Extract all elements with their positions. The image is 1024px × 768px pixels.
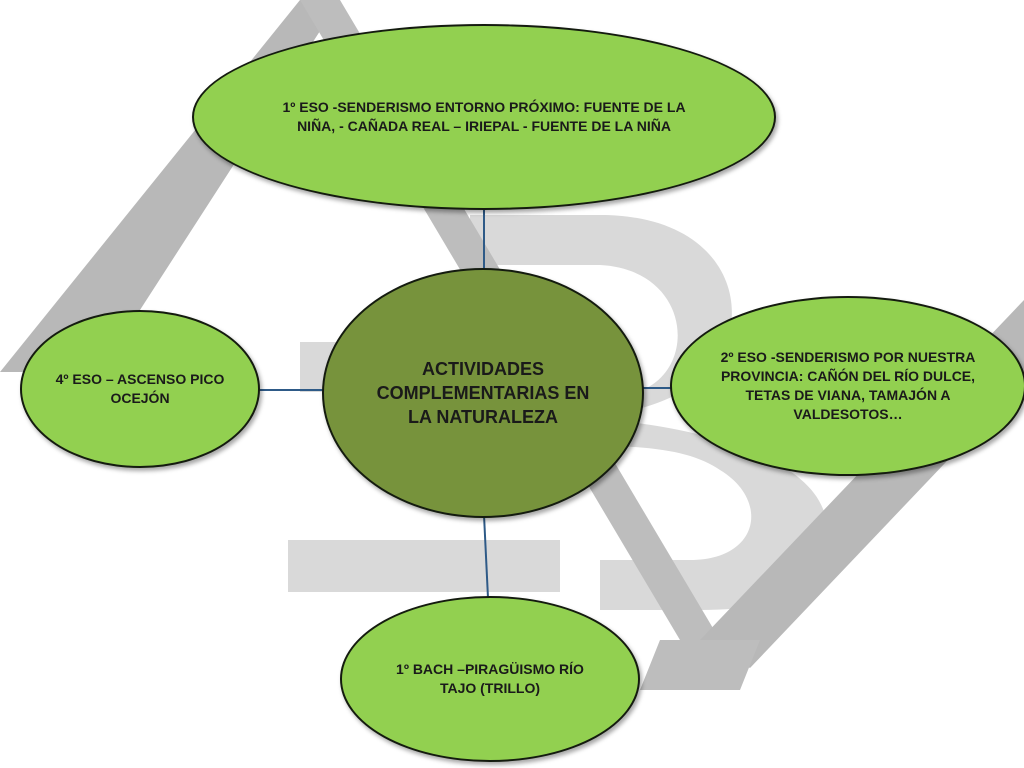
- node-4eso-ascenso-text: 4º ESO – ASCENSO PICO OCEJÓN: [55, 371, 225, 406]
- node-2eso-senderismo-text: 2º ESO -SENDERISMO POR NUESTRA PROVINCIA…: [720, 349, 976, 422]
- logo-diamond-bottom-left: [640, 640, 760, 690]
- node-center-text: ACTIVIDADES COMPLEMENTARIAS EN LA NATURA…: [376, 359, 590, 427]
- node-1bach-piraguismo: 1º BACH –PIRAGÜISMO RÍO TAJO (TRILLO): [340, 596, 640, 762]
- node-center-actividades: ACTIVIDADES COMPLEMENTARIAS EN LA NATURA…: [322, 268, 644, 518]
- logo-bar-lower: [288, 540, 560, 592]
- node-1eso-senderismo-text: 1º ESO -SENDERISMO ENTORNO PRÓXIMO: FUEN…: [282, 99, 686, 134]
- node-2eso-senderismo: 2º ESO -SENDERISMO POR NUESTRA PROVINCIA…: [670, 296, 1024, 476]
- node-1bach-piraguismo-text: 1º BACH –PIRAGÜISMO RÍO TAJO (TRILLO): [396, 661, 584, 696]
- node-4eso-ascenso: 4º ESO – ASCENSO PICO OCEJÓN: [20, 310, 260, 468]
- node-1eso-senderismo: 1º ESO -SENDERISMO ENTORNO PRÓXIMO: FUEN…: [192, 24, 776, 210]
- connector-center-bottom: [483, 514, 489, 599]
